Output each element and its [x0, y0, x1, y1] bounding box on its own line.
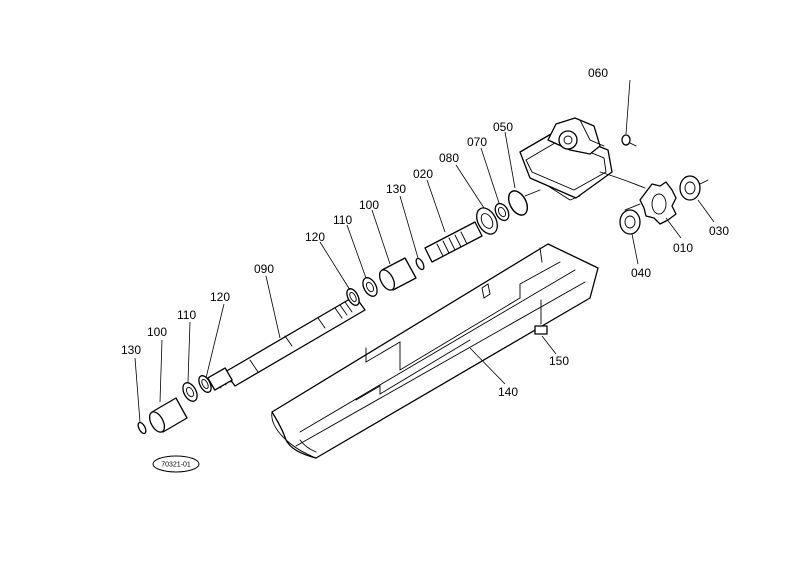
label-050: 050 [493, 120, 513, 134]
label-090: 090 [254, 262, 274, 276]
label-110-lower: 110 [177, 308, 196, 322]
bearing-110-lower [182, 382, 198, 402]
label-020: 020 [413, 167, 433, 181]
clip-130-lower [137, 421, 147, 435]
bearing-080 [476, 207, 498, 235]
label-120-upper: 120 [305, 230, 325, 244]
callout-labels: 060 050 070 080 020 130 100 110 120 090 … [121, 66, 729, 399]
sleeve-100-upper [378, 257, 417, 291]
label-150: 150 [549, 354, 569, 368]
pinion-gear-010 [624, 181, 677, 225]
bearing-110-upper [362, 277, 378, 297]
bearing-030 [679, 175, 709, 201]
label-110-upper: 110 [333, 213, 352, 227]
label-010: 010 [673, 241, 693, 255]
shaft-090 [207, 295, 366, 391]
ring-070 [494, 202, 510, 222]
shaft-020 [424, 221, 483, 263]
label-030: 030 [709, 224, 729, 238]
reference-code: 70321-01 [161, 462, 191, 469]
label-130-lower: 130 [121, 343, 141, 357]
reference-code-badge: 70321-01 [152, 455, 200, 473]
tube-housing-140 [271, 243, 599, 459]
label-130-upper: 130 [386, 182, 406, 196]
sleeve-100-lower [148, 397, 188, 433]
clip-130-upper [415, 257, 425, 271]
label-100-upper: 100 [359, 198, 379, 212]
label-060: 060 [588, 66, 608, 80]
label-140: 140 [498, 385, 518, 399]
gear-case [519, 117, 646, 201]
label-080: 080 [439, 151, 459, 165]
bearing-040 [619, 209, 641, 235]
bolt-150 [534, 299, 548, 335]
label-100-lower: 100 [147, 325, 167, 339]
label-040: 040 [631, 266, 651, 280]
label-120-lower: 120 [210, 290, 230, 304]
label-070: 070 [467, 135, 487, 149]
ring-120-lower [198, 375, 212, 393]
leader-lines [134, 79, 715, 423]
snap-ring-050 [507, 190, 529, 216]
nut-060 [621, 134, 637, 147]
ring-120-upper [346, 288, 360, 306]
